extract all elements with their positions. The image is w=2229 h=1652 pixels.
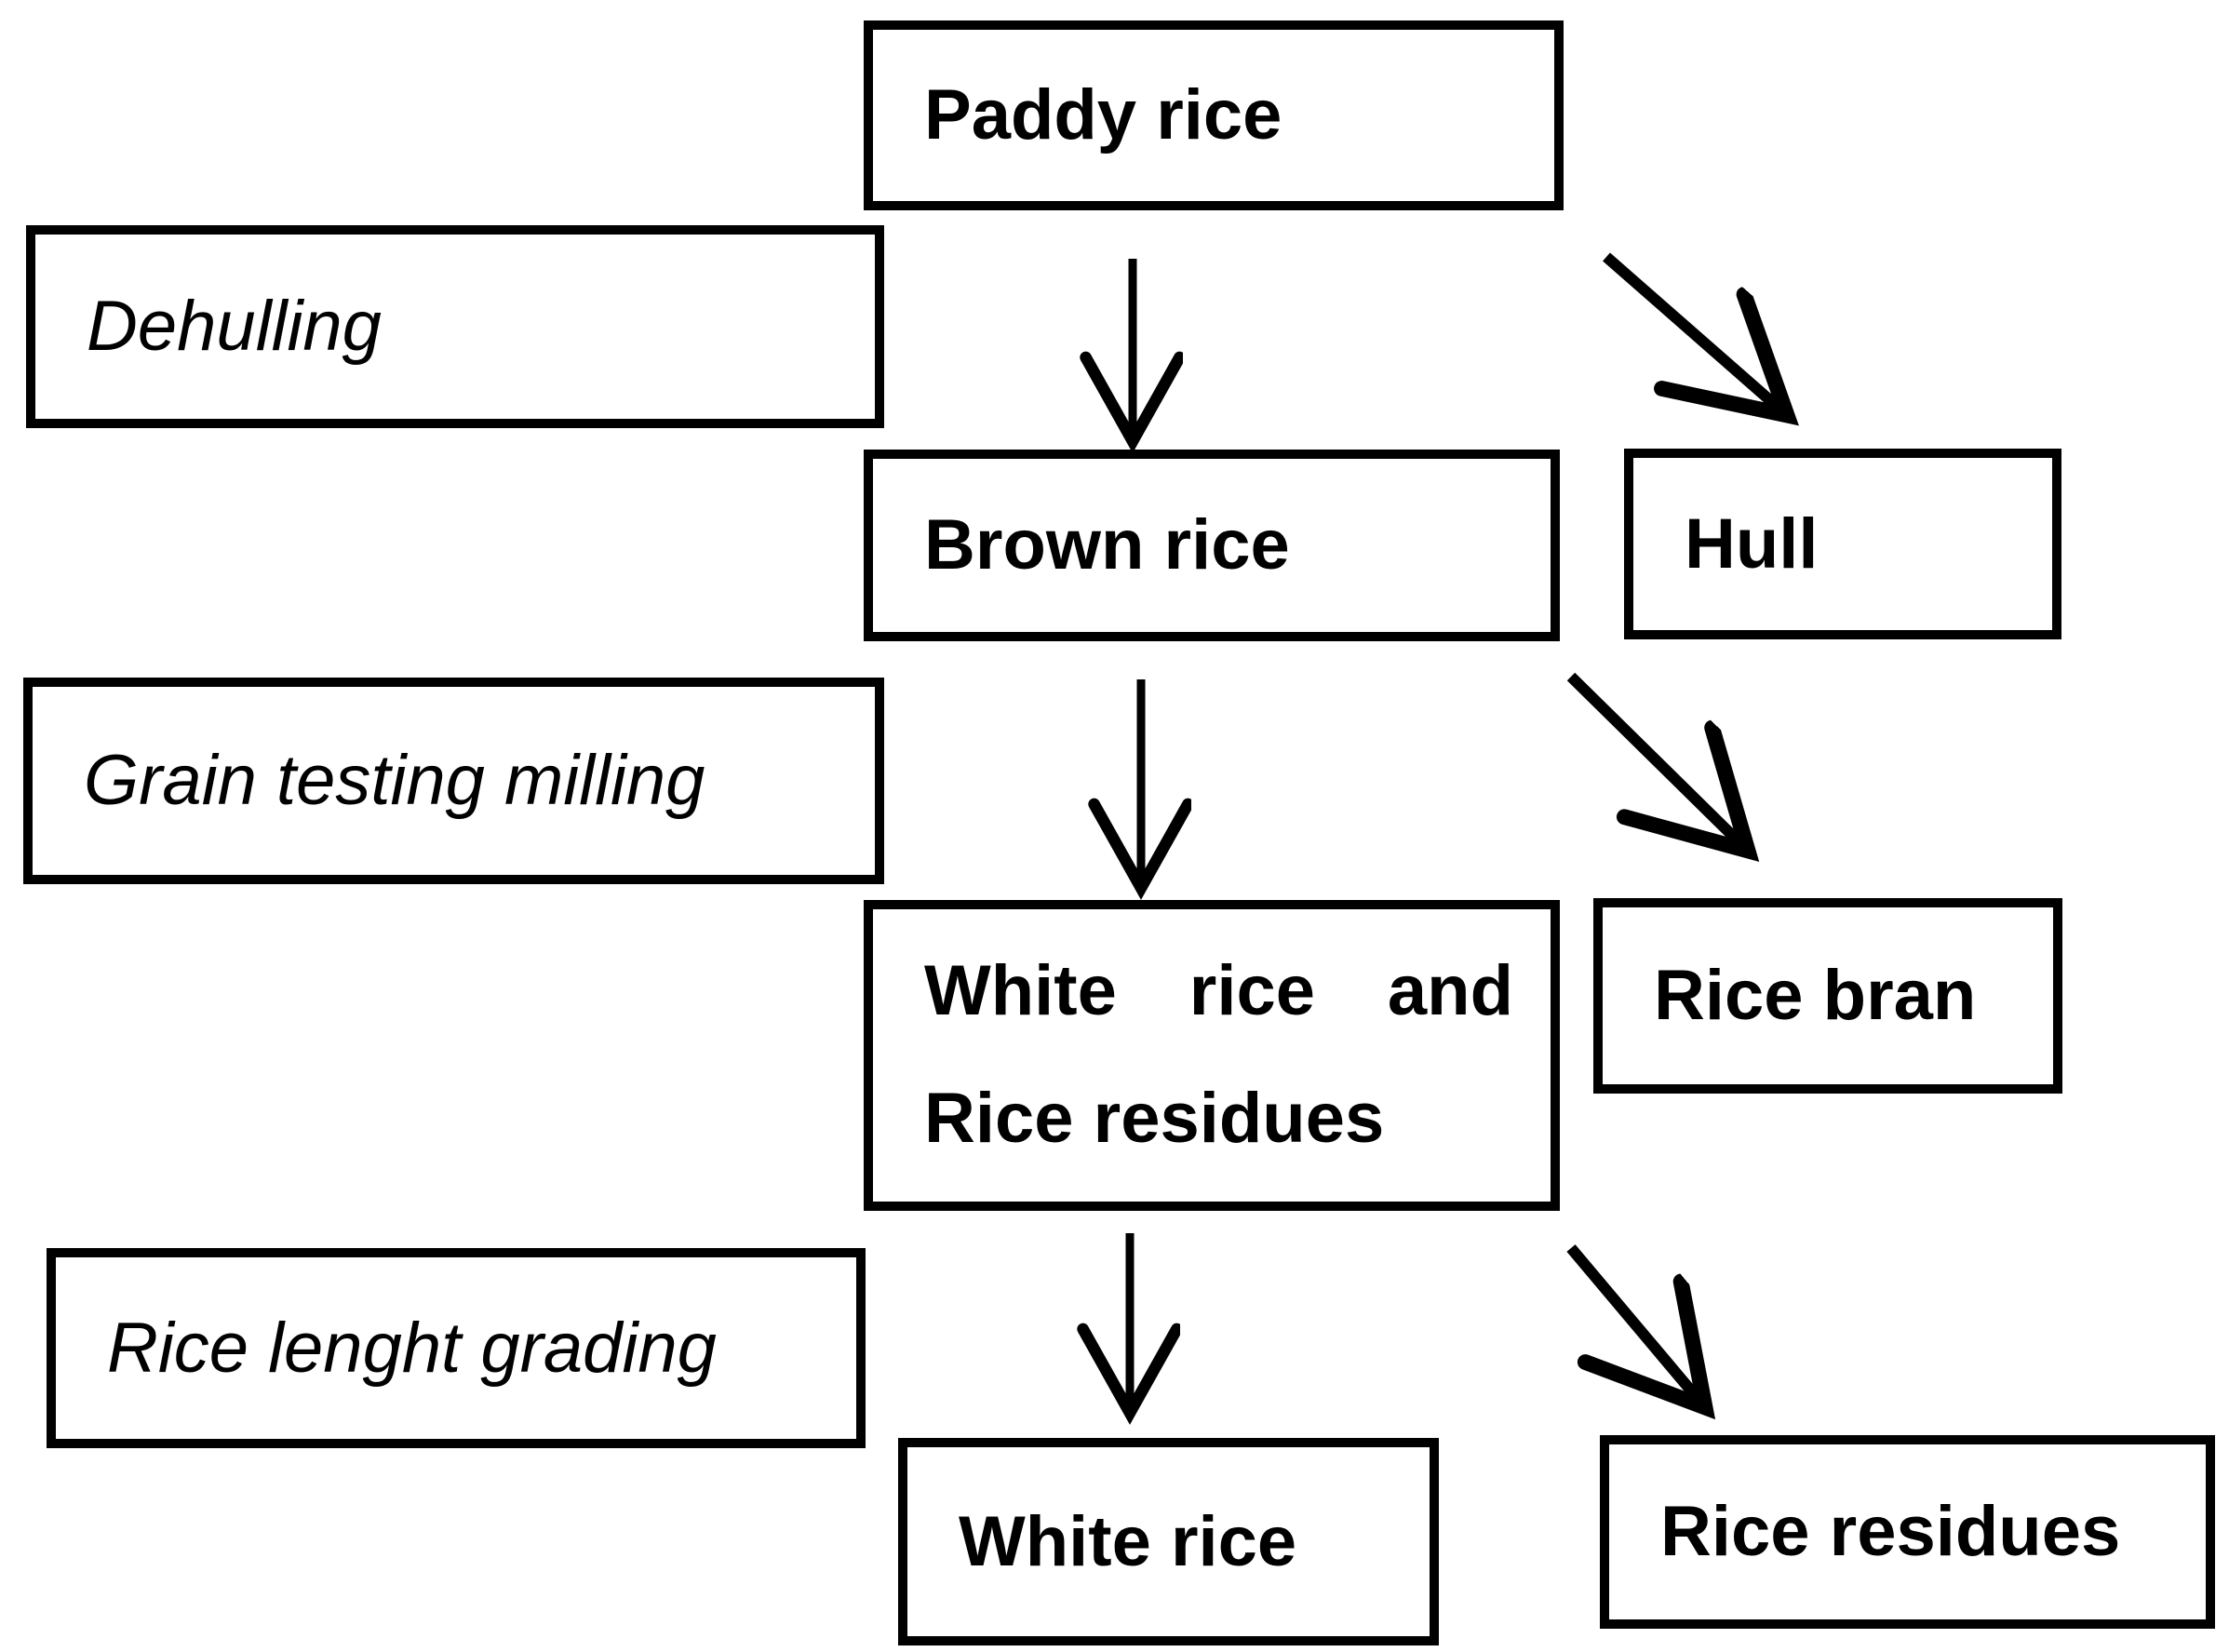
arrow-brown-rice-to-rice-bran — [1566, 672, 1748, 851]
node-white-rice-and-rice-residues: White rice and Rice residues — [864, 900, 1560, 1211]
node-grain-testing-milling: Grain testing milling — [23, 678, 884, 884]
node-grain-testing-milling-label: Grain testing milling — [84, 741, 705, 821]
node-white-rice-and-rice-residues-label: White rice and Rice residues — [924, 951, 1513, 1158]
node-brown-rice-label: Brown rice — [924, 505, 1290, 585]
node-white-rice: White rice — [898, 1438, 1439, 1645]
node-white-rice-label: White rice — [959, 1501, 1297, 1581]
arrow-paddy-rice-to-hull — [1603, 252, 1787, 415]
node-hull-label: Hull — [1685, 504, 1819, 584]
node-brown-rice: Brown rice — [864, 450, 1560, 641]
node-rice-lenght-grading-label: Rice lenght grading — [107, 1308, 717, 1388]
node-paddy-rice: Paddy rice — [864, 20, 1564, 210]
node-rice-residues: Rice residues — [1600, 1435, 2215, 1629]
node-dehulling: Dehulling — [26, 225, 884, 428]
node-rice-lenght-grading: Rice lenght grading — [47, 1248, 866, 1448]
node-rice-residues-label: Rice residues — [1660, 1492, 2121, 1572]
node-dehulling-label: Dehulling — [87, 287, 382, 367]
node-rice-bran-label: Rice bran — [1654, 956, 1977, 1036]
node-hull: Hull — [1624, 449, 2061, 639]
node-paddy-rice-label: Paddy rice — [924, 75, 1282, 155]
node-rice-bran: Rice bran — [1593, 898, 2062, 1094]
arrow-white-rice-and-rice-residues-to-rice-residues — [1566, 1244, 1705, 1407]
